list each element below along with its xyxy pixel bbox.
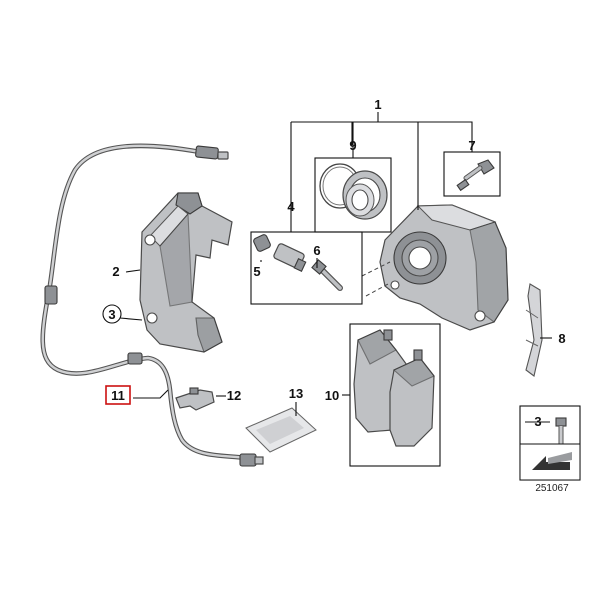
bleeder-screw xyxy=(456,159,495,192)
leader-lines xyxy=(119,112,552,423)
callout-7: 7 xyxy=(468,138,475,153)
carrier-bolt xyxy=(555,417,567,444)
callout-2: 2 xyxy=(112,264,119,279)
mounting-direction-icon xyxy=(519,443,581,481)
callout-5: 5 xyxy=(253,264,260,279)
callout-3: 3 xyxy=(108,307,115,322)
piston-seal-kit xyxy=(319,163,388,220)
caliper-carrier xyxy=(139,192,233,353)
cable-holder-clip xyxy=(175,387,215,411)
brake-caliper xyxy=(361,204,509,331)
callout-11: 11 xyxy=(111,388,125,403)
callout-6: 6 xyxy=(313,243,320,258)
diagram-reference-number: 251067 xyxy=(535,483,569,494)
callout-9: 9 xyxy=(349,138,356,153)
callout-8: 8 xyxy=(558,331,565,346)
wear-sensor-cable xyxy=(40,143,264,467)
callout-10: 10 xyxy=(325,388,339,403)
guide-pin-kit xyxy=(253,234,343,291)
callout-1: 1 xyxy=(374,97,381,112)
group-box-4 xyxy=(250,231,363,305)
callout-4: 4 xyxy=(287,199,295,214)
grease-sachet xyxy=(245,407,317,453)
callout-13: 13 xyxy=(289,386,303,401)
callout-3-circle xyxy=(102,304,122,324)
callout-11-highlight xyxy=(105,385,131,405)
brake-pads xyxy=(353,329,435,447)
callout-12: 12 xyxy=(227,388,241,403)
callout-3b: 3 xyxy=(534,414,541,429)
anti-rattle-spring xyxy=(525,283,543,377)
